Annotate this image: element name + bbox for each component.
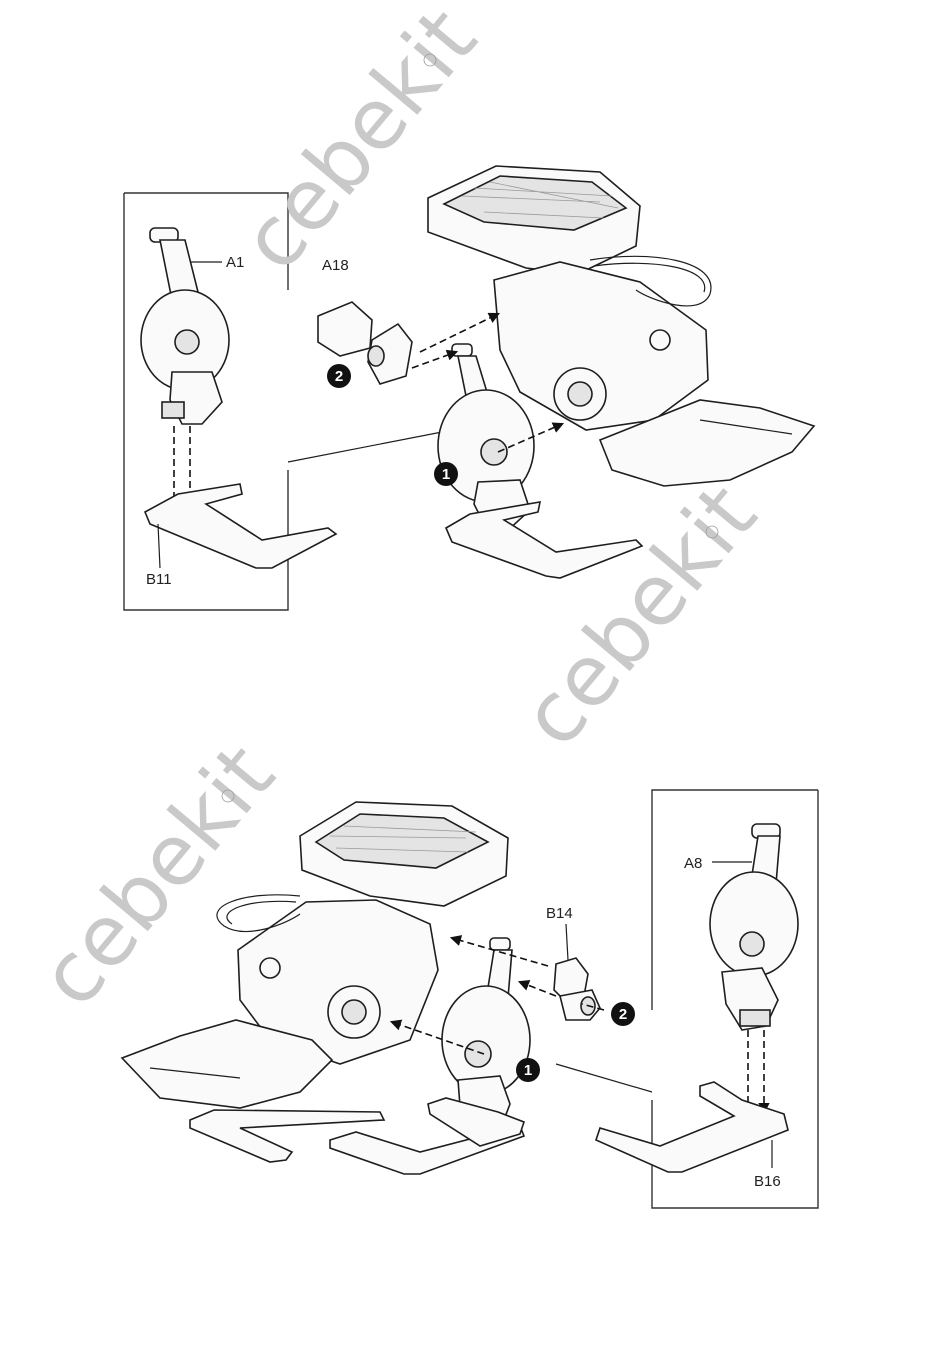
- top-detail-leg: [141, 228, 229, 424]
- top-step-1: 1: [442, 466, 450, 483]
- bottom-detail-foot: [596, 1082, 788, 1172]
- top-foot-label: B11: [146, 571, 172, 588]
- bottom-arrow-mid: [520, 982, 556, 996]
- top-detail-foot: [145, 484, 336, 568]
- bottom-leg-label: A8: [684, 855, 702, 872]
- bottom-detail-leg: [710, 824, 798, 1030]
- bottom-step-1: 1: [524, 1062, 532, 1079]
- top-step-2: 2: [335, 368, 343, 385]
- top-callout-line: [288, 432, 442, 462]
- bottom-step-2: 2: [619, 1006, 627, 1023]
- top-spacer-label: A18: [322, 257, 349, 274]
- watermark-text-2: cebekit: [502, 466, 775, 765]
- top-leg-label: A1: [226, 254, 244, 271]
- bottom-callout-line: [556, 1064, 652, 1092]
- watermark-text-1: cebekit: [222, 0, 495, 289]
- bottom-foot-label: B16: [754, 1173, 781, 1190]
- bottom-spacer-part: [554, 958, 600, 1020]
- bottom-front-leg: [428, 938, 530, 1146]
- top-arrow-mid: [412, 352, 456, 368]
- bottom-spacer-label: B14: [546, 905, 573, 922]
